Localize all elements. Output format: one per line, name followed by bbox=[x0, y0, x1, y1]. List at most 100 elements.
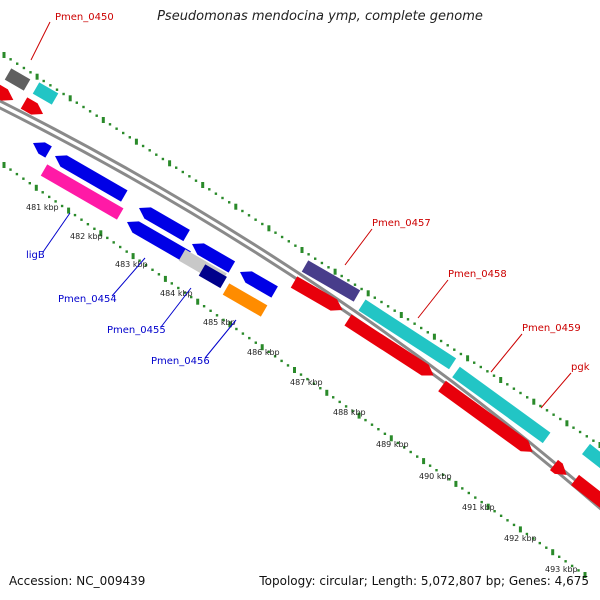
outer-ruler-dot bbox=[294, 244, 297, 247]
gene-feature[interactable] bbox=[452, 366, 551, 444]
gene-label-leader-line bbox=[111, 257, 146, 297]
inner-ruler-dot bbox=[422, 458, 426, 465]
outer-ruler-dot bbox=[473, 361, 476, 364]
gene-label[interactable]: Pmen_0459 bbox=[522, 323, 581, 334]
gene-feature[interactable] bbox=[301, 260, 361, 302]
ruler-tick-label: 482 kbp bbox=[70, 232, 103, 241]
outer-ruler-dot bbox=[486, 370, 489, 373]
gene-feature[interactable] bbox=[136, 202, 190, 242]
gene-label-leader-line bbox=[540, 372, 572, 409]
inner-ruler-dot bbox=[15, 172, 19, 176]
ruler-tick-label: 483 kbp bbox=[115, 260, 148, 269]
outer-ruler-dot bbox=[42, 79, 45, 83]
outer-ruler-dot bbox=[75, 101, 78, 104]
gene-feature[interactable] bbox=[549, 459, 571, 480]
outer-ruler-dot bbox=[188, 175, 191, 178]
gene-feature[interactable] bbox=[570, 474, 600, 510]
gene-label[interactable]: Pmen_0458 bbox=[448, 269, 507, 280]
inner-ruler-dot bbox=[525, 532, 529, 536]
gene-feature[interactable] bbox=[581, 443, 600, 473]
gene-feature[interactable] bbox=[189, 238, 236, 273]
ruler-tick-label: 488 kbp bbox=[333, 408, 366, 417]
gene-label[interactable]: Pmen_0457 bbox=[372, 218, 431, 229]
inner-ruler-dot bbox=[280, 359, 283, 363]
inner-ruler-dot bbox=[22, 177, 25, 180]
outer-ruler-dot bbox=[333, 268, 337, 275]
outer-ruler-dot bbox=[506, 383, 509, 386]
outer-ruler-dot bbox=[307, 253, 310, 256]
gene-feature[interactable] bbox=[4, 68, 31, 91]
gene-label[interactable]: Pmen_0450 bbox=[55, 12, 114, 23]
inner-ruler-dot bbox=[86, 223, 90, 226]
gene-label[interactable]: Pmen_0454 bbox=[58, 294, 117, 305]
genome-summary-text: Topology: circular; Length: 5,072,807 bp… bbox=[259, 574, 589, 588]
inner-ruler-dot bbox=[364, 418, 367, 422]
gene-label[interactable]: Pmen_0455 bbox=[107, 325, 166, 336]
ruler-tick-label: 485 kbp bbox=[203, 318, 236, 327]
inner-ruler-dot bbox=[125, 250, 128, 253]
inner-ruler-dot bbox=[480, 500, 483, 504]
outer-ruler-dot bbox=[228, 201, 231, 204]
outer-ruler-dot bbox=[208, 188, 211, 191]
gene-feature[interactable] bbox=[222, 283, 268, 317]
outer-ruler-dot bbox=[314, 257, 317, 260]
gene-feature[interactable] bbox=[358, 299, 457, 370]
outer-ruler-dot bbox=[492, 374, 496, 377]
inner-ruler-dot bbox=[93, 227, 96, 230]
inner-ruler-dot bbox=[131, 253, 135, 260]
outer-ruler-dot bbox=[353, 283, 357, 286]
gene-feature[interactable] bbox=[20, 97, 47, 119]
gene-label[interactable]: pgk bbox=[571, 362, 590, 373]
inner-ruler-dot bbox=[235, 327, 238, 331]
gene-feature[interactable] bbox=[40, 164, 124, 220]
gene-feature[interactable] bbox=[290, 276, 346, 315]
inner-ruler-dot bbox=[28, 182, 31, 185]
inner-ruler-dot bbox=[558, 555, 561, 558]
gene-label-leader-line bbox=[417, 279, 449, 319]
outer-ruler-dot bbox=[55, 88, 59, 91]
outer-ruler-dot bbox=[598, 442, 600, 448]
gene-feature[interactable] bbox=[124, 216, 191, 263]
gene-label-leader-line bbox=[344, 228, 373, 266]
gene-label[interactable]: Pmen_0456 bbox=[151, 356, 210, 367]
outer-ruler-dot bbox=[373, 296, 376, 299]
gene-label[interactable]: ligB bbox=[26, 250, 45, 261]
outer-ruler-dot bbox=[29, 71, 32, 74]
outer-ruler-dot bbox=[35, 73, 39, 80]
gene-label-leader-line bbox=[30, 21, 51, 61]
inner-ruler-dot bbox=[377, 428, 380, 431]
inner-ruler-dot bbox=[209, 309, 212, 312]
outer-ruler-dot bbox=[479, 365, 482, 369]
gene-feature[interactable] bbox=[198, 264, 227, 289]
outer-ruler-dot bbox=[539, 404, 542, 408]
inner-ruler-dot bbox=[389, 435, 393, 442]
outer-ruler-dot bbox=[512, 387, 516, 390]
gene-feature[interactable] bbox=[237, 266, 278, 298]
outer-ruler-dot bbox=[16, 62, 19, 65]
outer-ruler-dot bbox=[526, 396, 529, 399]
gene-feature[interactable] bbox=[32, 82, 59, 105]
inner-ruler-dot bbox=[564, 560, 567, 563]
gene-label-leader-line bbox=[490, 333, 523, 373]
backbone-line-outer bbox=[0, 99, 600, 504]
gene-feature[interactable] bbox=[438, 380, 536, 457]
inner-ruler-dot bbox=[60, 204, 64, 208]
inner-ruler-dot bbox=[409, 450, 412, 454]
outer-ruler-dot bbox=[432, 333, 436, 340]
inner-ruler-dot bbox=[532, 537, 535, 540]
outer-ruler-dot bbox=[426, 331, 429, 334]
inner-ruler-dot bbox=[73, 213, 77, 217]
gene-feature[interactable] bbox=[52, 150, 128, 202]
outer-ruler-dot bbox=[181, 170, 184, 174]
gene-feature[interactable] bbox=[30, 137, 52, 158]
gene-label-leader-line bbox=[204, 319, 237, 359]
outer-ruler-dot bbox=[88, 110, 92, 113]
outer-ruler-dot bbox=[399, 312, 403, 318]
gene-feature[interactable] bbox=[344, 314, 437, 381]
outer-ruler-dot bbox=[2, 52, 6, 58]
inner-ruler-dot bbox=[435, 469, 438, 472]
gene-feature[interactable] bbox=[0, 84, 17, 105]
outer-ruler-dot bbox=[68, 95, 72, 102]
outer-ruler-dot bbox=[565, 420, 569, 427]
